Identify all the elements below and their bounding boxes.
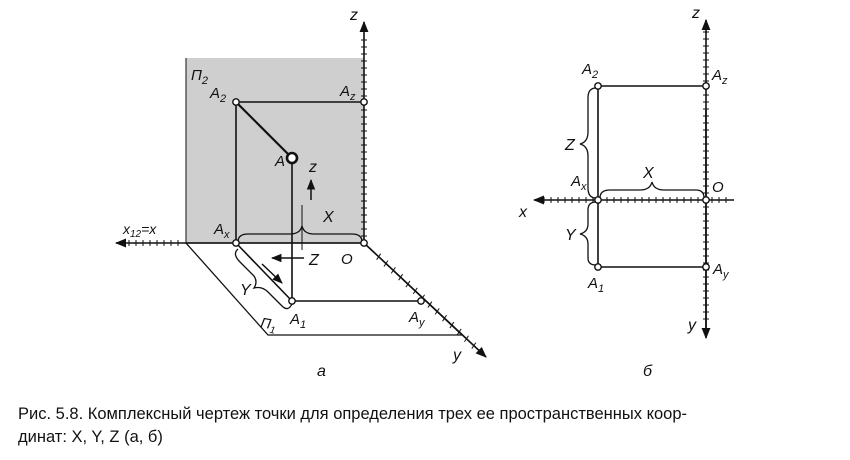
label-ay-b: Ay (712, 261, 730, 281)
label-dim-x-b: X (642, 165, 655, 182)
label-a1-b: A1 (587, 275, 604, 295)
y-axis-a (363, 242, 487, 358)
label-az-b: Az (711, 67, 728, 87)
point-o-b (702, 196, 710, 204)
label-dim-x-a: X (322, 209, 335, 226)
y-axis-ticks-a (376, 253, 477, 349)
label-dim-y-a: Y (240, 282, 252, 299)
point-az (360, 98, 368, 106)
label-x-axis-a: x12=x (122, 221, 157, 240)
caption-line-2: динат: X, Y, Z (а, б) (18, 428, 163, 446)
caption-line-1: Рис. 5.8. Комплексный чертеж точки для о… (18, 405, 687, 423)
axis-tick (442, 314, 447, 322)
point-o (360, 239, 368, 247)
axis-tick (471, 342, 477, 349)
label-a: A (274, 153, 285, 170)
vertical-plane-p2 (186, 58, 364, 243)
label-a2-b: A2 (581, 61, 598, 81)
x-brace-a (237, 225, 363, 243)
label-ay-a: Ay (408, 309, 426, 329)
axis-tick (464, 335, 469, 343)
point-a2-b (594, 82, 602, 90)
label-plane-p1: П1 (259, 314, 278, 336)
label-az-a: Az (339, 83, 356, 103)
line-ax-a1 (235, 242, 293, 302)
label-x-axis-b: x (518, 204, 528, 221)
axis-tick (456, 328, 462, 336)
point-ax (232, 239, 240, 247)
z-axis-ticks-b (703, 31, 709, 320)
caption-letter-a: а (317, 363, 326, 380)
z-axis-ticks-a (361, 39, 367, 237)
point-ay-b (702, 263, 710, 271)
point-a (285, 151, 299, 165)
axis-tick (427, 301, 433, 308)
axis-tick (383, 260, 389, 267)
label-a2-a: A2 (209, 85, 226, 105)
label-o-a: O (341, 251, 353, 268)
point-az-b (702, 82, 710, 90)
y-dim-arrow (261, 263, 283, 284)
label-plane-p2: П2 (191, 67, 208, 87)
line-a2-a (235, 101, 293, 159)
label-dim-z-a: Z (308, 252, 320, 269)
label-y-axis-b: y (687, 317, 697, 334)
label-ax-a: Ax (213, 221, 230, 241)
caption-letter-b: б (643, 363, 653, 380)
axis-tick (449, 321, 455, 329)
axis-tick (398, 273, 404, 281)
label-dim-y-b: Y (565, 227, 577, 244)
figure-caption: Рис. 5.8. Комплексный чертеж точки для о… (18, 403, 838, 449)
axis-tick (390, 267, 396, 274)
label-o-b: O (712, 179, 724, 196)
label-a1-a: A1 (289, 311, 306, 331)
axis-tick (405, 280, 411, 288)
point-a1-b (594, 263, 602, 271)
orthographic-projection-figure: П2 П1 z y x12=x A2 Az A Ax O A1 Ay z X Y… (114, 5, 734, 380)
label-ax-b: Ax (570, 173, 587, 193)
diagram-b: z y x A2 Az Ax O A1 Ay X Z Y б (518, 5, 734, 380)
axis-tick (412, 287, 418, 295)
z-brace-b (579, 87, 597, 199)
diagram-a: П2 П1 z y x12=x A2 Az A Ax O A1 Ay z X Y… (114, 7, 487, 380)
point-ax-b (594, 196, 602, 204)
label-dim-z-b: Z (564, 137, 576, 154)
label-arrow-z: z (308, 159, 317, 176)
point-a1 (288, 297, 296, 305)
x-brace-b (599, 181, 705, 199)
label-z-axis-a: z (349, 7, 358, 24)
y-brace-b (579, 201, 597, 266)
label-y-axis-a: y (452, 347, 462, 364)
y-brace-a (234, 248, 293, 310)
point-ay (417, 297, 425, 305)
axis-tick (434, 308, 440, 315)
point-a2 (232, 98, 240, 106)
x-axis-ticks-a (128, 240, 179, 246)
label-z-axis-b: z (691, 5, 700, 22)
x-axis-ticks-b (543, 197, 727, 203)
axis-tick (376, 253, 382, 260)
